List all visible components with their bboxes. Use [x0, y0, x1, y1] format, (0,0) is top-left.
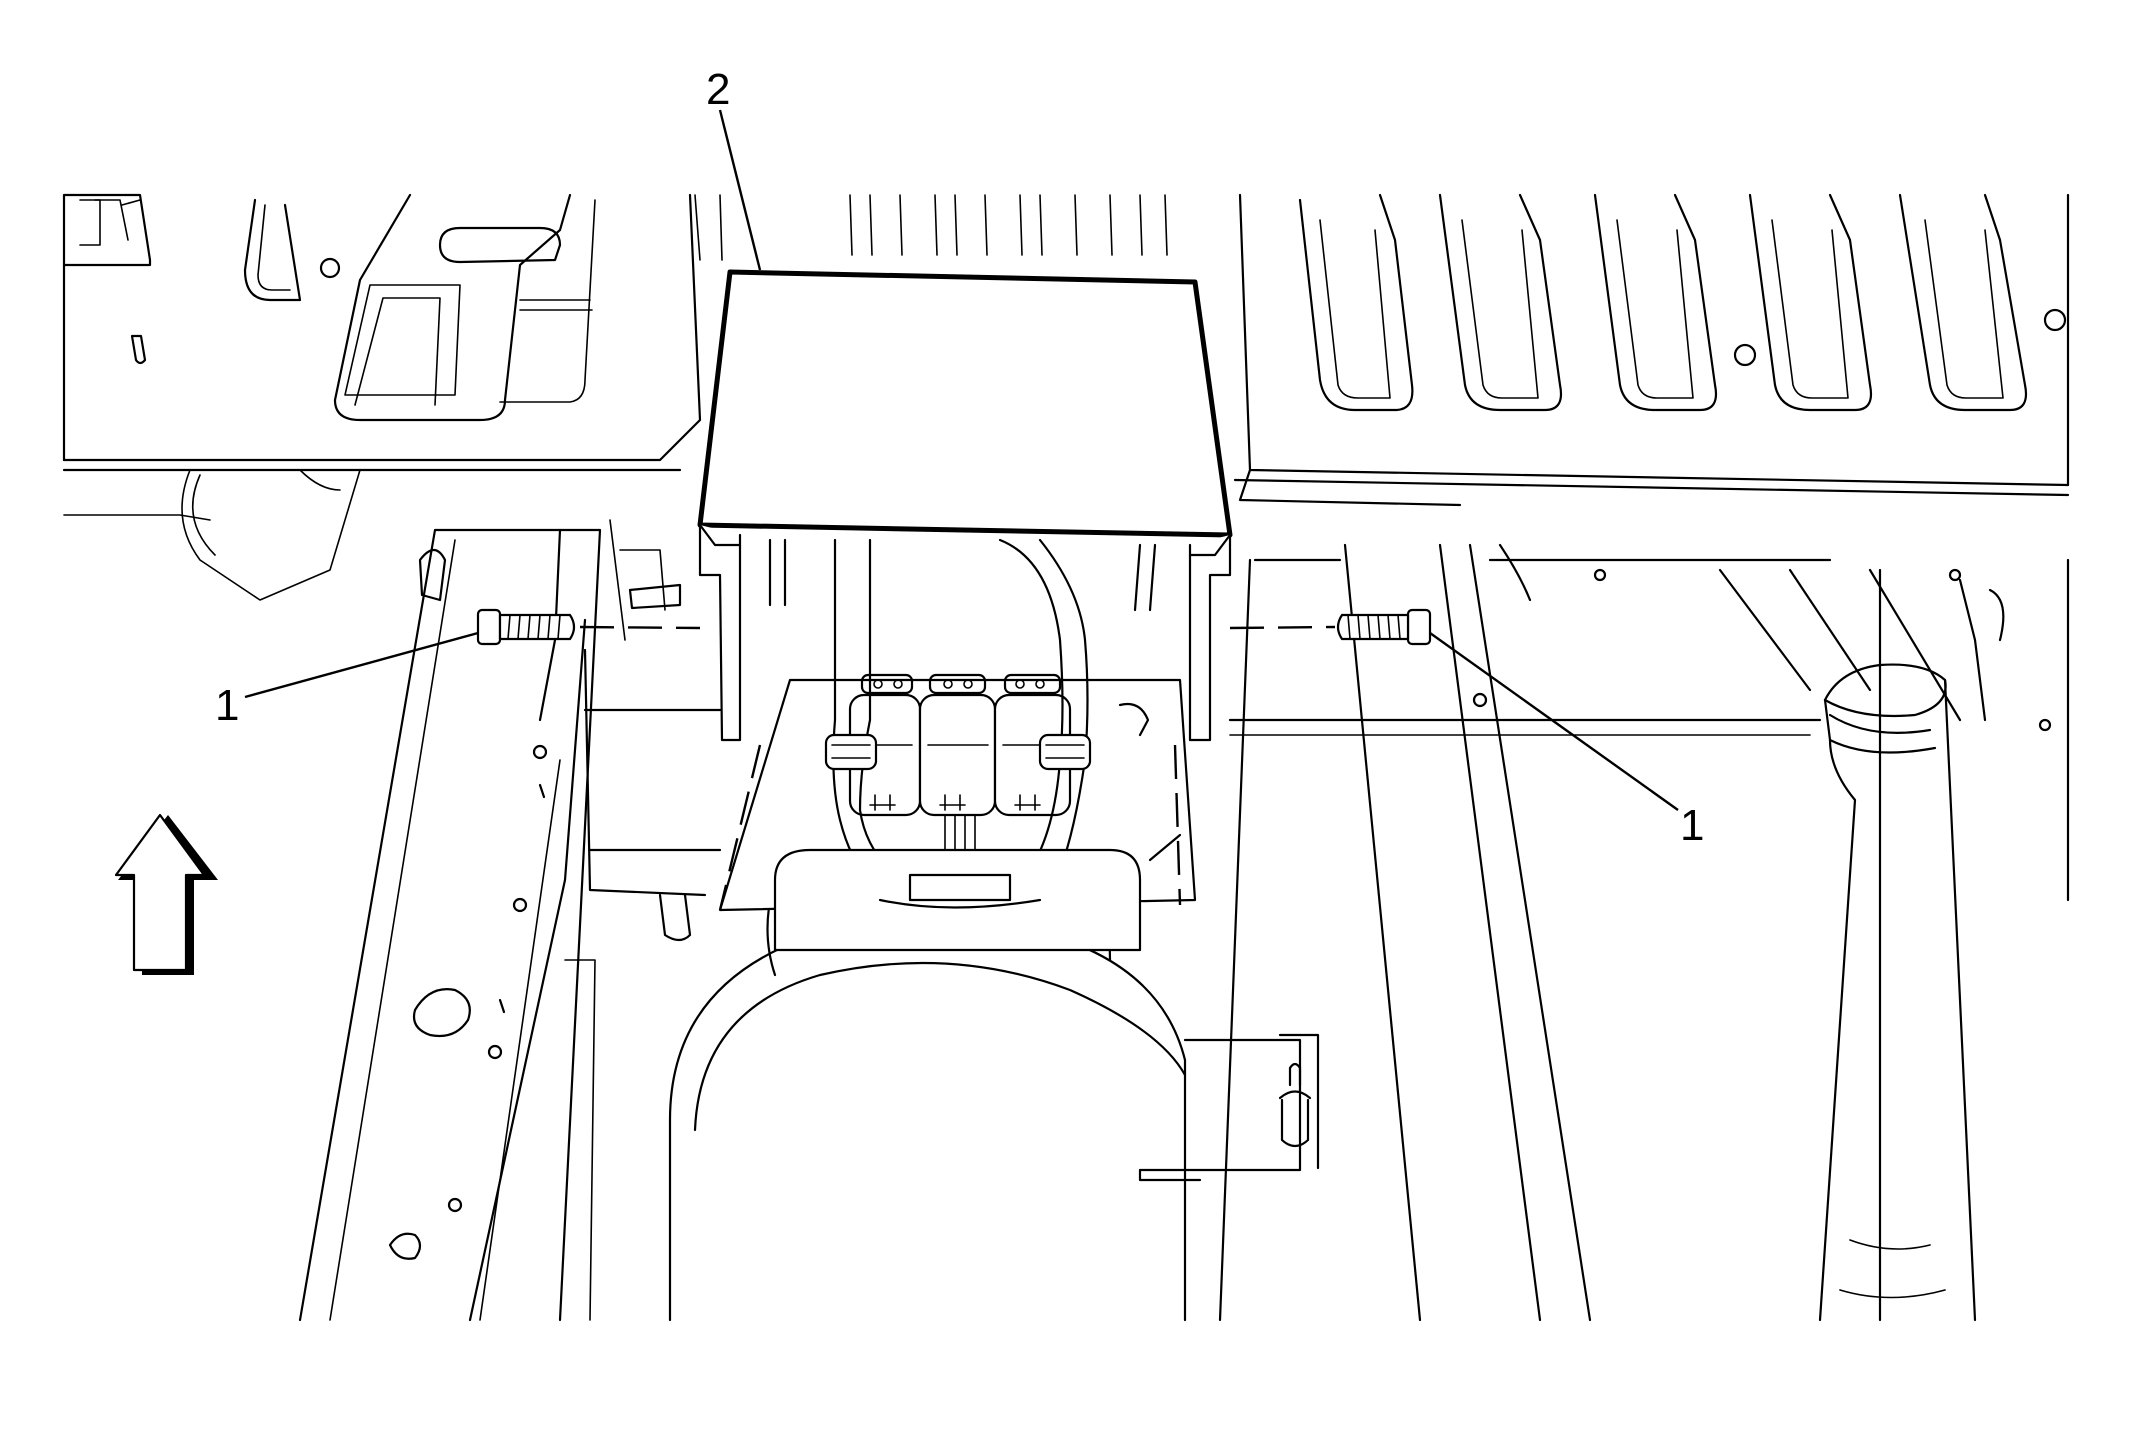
- bolt-left-guide: [579, 625, 701, 630]
- callout-leader-1-left: [244, 631, 479, 699]
- callout-label-bolt-right: 1: [1680, 801, 1704, 850]
- exhaust-pipe: [1818, 663, 1977, 1322]
- callout-label-shield: 2: [706, 65, 730, 114]
- callout-leader-1-right: [1429, 632, 1679, 811]
- bolt-right: [1336, 608, 1432, 646]
- floor-panel: [62, 193, 2070, 601]
- connector-assembly: [718, 538, 1197, 952]
- frame-rails: [298, 519, 2070, 1322]
- forward-arrow-icon: [114, 813, 218, 975]
- floor-ribs: [1298, 193, 2028, 412]
- callout-label-bolt-left: 1: [215, 681, 239, 730]
- connector-shield: [697, 269, 1233, 911]
- bolt-left: [476, 608, 576, 646]
- bolt-right-guide: [1229, 625, 1336, 630]
- electrical-connectors: [848, 673, 1072, 817]
- spare-tire: [668, 848, 1320, 1322]
- callout-leader-2: [718, 109, 762, 271]
- panel-edge-marks: [694, 194, 1168, 261]
